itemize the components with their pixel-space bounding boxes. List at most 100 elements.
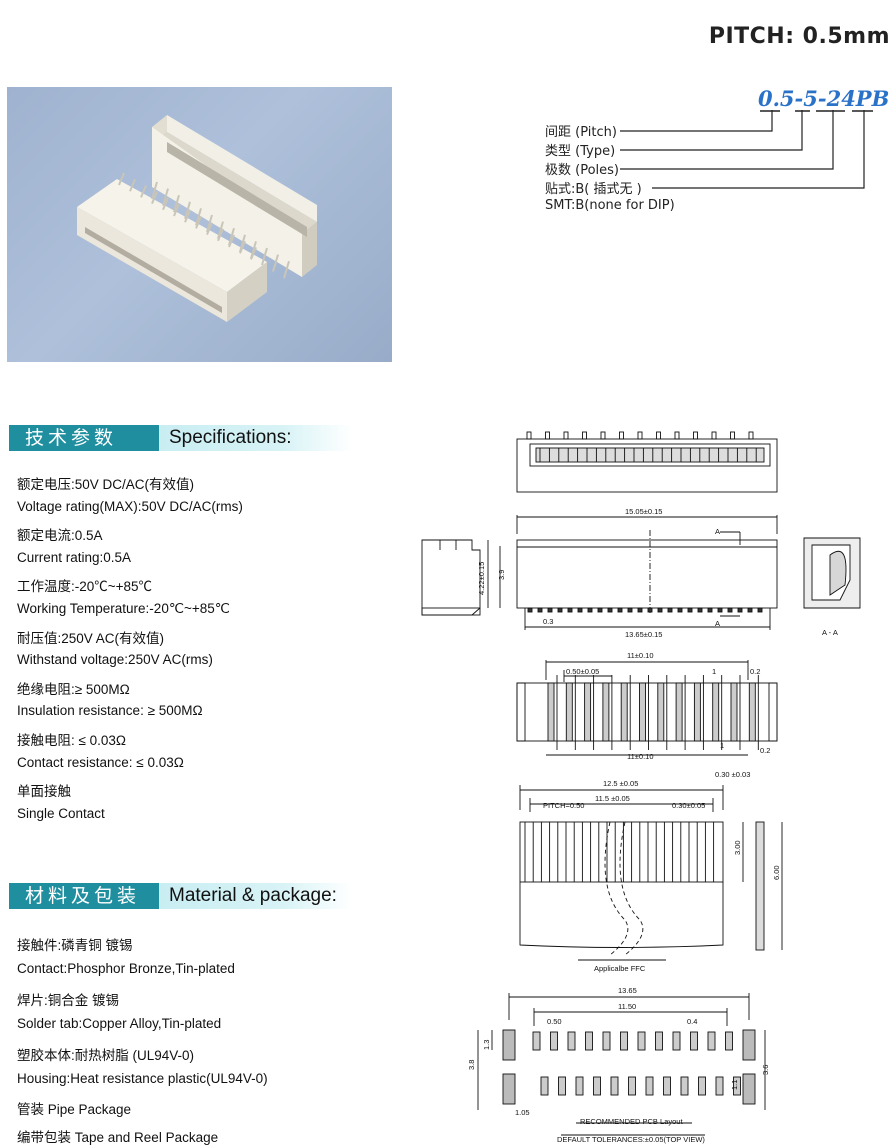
pcb-caption: RECOMMENDED PCB Layout: [580, 1117, 683, 1126]
pcb-signal-pad: [715, 1076, 724, 1096]
pn-label-smt-en: SMT:B(none for DIP): [545, 198, 675, 213]
top-pin: [748, 431, 754, 440]
front-pin: [557, 607, 563, 613]
pcb-mount-pad: [742, 1029, 756, 1061]
pn-label-poles: 极数 (Poles): [545, 163, 619, 178]
dim-03: 0.3: [543, 617, 553, 626]
front-pin: [647, 607, 653, 613]
material-line: Contact:Phosphor Bronze,Tin-plated: [17, 961, 235, 977]
top-pin: [674, 431, 680, 440]
spec-line: Voltage rating(MAX):50V DC/AC(rms): [17, 498, 243, 514]
front-pin: [717, 607, 723, 613]
pin-column: [657, 682, 665, 742]
pcb-signal-pad: [663, 1076, 671, 1096]
dim-width-1505: 15.05±0.15: [625, 507, 662, 516]
pcb-signal-pad: [550, 1031, 558, 1051]
front-pin: [747, 607, 753, 613]
front-pin: [547, 607, 553, 613]
dim-02-top: 0.2: [750, 667, 760, 676]
front-pin: [587, 607, 593, 613]
dim-11-top: 11±0.10: [627, 651, 654, 660]
pcb-dim-1150: 11.50: [618, 1002, 636, 1011]
top-pin: [600, 431, 606, 440]
ffc-drawing: [519, 785, 783, 961]
pcb-signal-pad: [610, 1076, 619, 1096]
pn-label-smt-cn: 贴式:B( 插式无 ): [545, 182, 642, 197]
pin-column: [730, 682, 738, 742]
front-pin: [527, 607, 533, 613]
specifications-header-cn: 技术参数: [9, 425, 149, 451]
top-pin: [582, 431, 587, 440]
material-line: 塑胶本体:耐热树脂 (UL94V-0): [17, 1047, 195, 1063]
pcb-mount-pad: [502, 1073, 516, 1105]
photo-pin: [228, 227, 235, 246]
photo-pin: [250, 247, 257, 260]
material-line: 管装 Pipe Package: [17, 1102, 132, 1118]
pin-column: [547, 682, 555, 742]
dim-1-bottom: 1: [720, 741, 724, 750]
dim-pitch-050: 0.50±0.05: [566, 667, 599, 676]
ffc-dim-030: 0.30±0.05: [672, 801, 705, 810]
pcb-signal-pad: [620, 1031, 628, 1051]
pcb-signal-pad: [698, 1076, 706, 1096]
pn-label-pitch: 间距 (Pitch): [545, 125, 617, 140]
pcb-dim-13: 1.3: [482, 1040, 491, 1050]
front-pin: [687, 607, 693, 613]
top-pin: [693, 431, 698, 440]
side-view-drawing: [421, 539, 481, 616]
pcb-mount-pad: [742, 1073, 756, 1105]
front-pin: [697, 607, 703, 613]
material-line: 接触件:磷青铜 镀锡: [17, 938, 133, 953]
photo-pin: [140, 185, 147, 198]
spec-line: 工作温度:-20℃~+85℃: [17, 579, 153, 595]
front-pin: [567, 607, 573, 613]
photo-pin: [195, 208, 202, 226]
pcb-signal-pad: [733, 1076, 741, 1096]
product-photo: [7, 87, 392, 362]
photo-pin: [184, 209, 191, 223]
pcb-signal-pad: [707, 1031, 716, 1051]
pin-column: [693, 682, 701, 742]
photo-pin: [129, 178, 136, 192]
front-pin: [537, 607, 543, 613]
photo-pin: [173, 203, 180, 217]
photo-pin: [173, 194, 180, 213]
photo-pin: [162, 197, 169, 211]
spec-line: 绝缘电阻:≥ 500MΩ: [17, 681, 130, 697]
pcb-dim-36: 3.6: [761, 1065, 770, 1075]
tolerance-caption: DEFAULT TOLERANCES:±0.05(TOP VIEW): [557, 1135, 705, 1144]
part-number-code: 0.5-5-24PB: [758, 86, 890, 111]
material-line: 编带包装 Tape and Reel Package: [17, 1129, 219, 1145]
spec-line: Withstand voltage:250V AC(rms): [17, 652, 213, 668]
top-pin: [619, 431, 624, 440]
front-pin: [667, 607, 673, 613]
spec-line: 额定电流:0.5A: [17, 528, 103, 544]
ffc-dim-pitch: PITCH=0.50: [543, 801, 584, 810]
ffc-dim-t030: 0.30 ±0.03: [715, 770, 750, 779]
spec-line: 单面接触: [17, 784, 71, 800]
front-pin: [757, 607, 763, 613]
dim-11-bottom: 11±0.10: [627, 752, 654, 761]
material-line: Solder tab:Copper Alloy,Tin-plated: [17, 1016, 222, 1032]
ffc-dim-600: 6.00: [772, 865, 781, 880]
top-view-drawing: [516, 431, 778, 493]
pcb-signal-pad: [575, 1076, 584, 1096]
pcb-layout-drawing: [477, 993, 766, 1136]
front-pin: [607, 607, 613, 613]
spec-line: Working Temperature:-20℃~+85℃: [17, 601, 230, 616]
spec-line: 接触电阻: ≤ 0.03Ω: [17, 733, 127, 748]
photo-pin: [151, 181, 158, 200]
pin-column: [712, 682, 720, 742]
material-header-en: Material & package:: [169, 885, 337, 906]
top-pin: [563, 431, 569, 440]
material-header: 材料及包装 Material & package:: [9, 883, 352, 909]
pin-column: [639, 682, 646, 742]
spec-line: 耐压值:250V AC(有效值): [17, 630, 165, 646]
spec-line: 额定电压:50V DC/AC(有效值): [17, 477, 195, 492]
pcb-dim-04: 0.4: [687, 1017, 697, 1026]
material-line: 焊片:铜合金 镀锡: [17, 992, 120, 1008]
pin-column: [565, 682, 573, 742]
pitch-title: PITCH: 0.5mm: [708, 24, 890, 49]
top-pin: [545, 431, 550, 440]
pcb-signal-pad: [690, 1031, 698, 1051]
